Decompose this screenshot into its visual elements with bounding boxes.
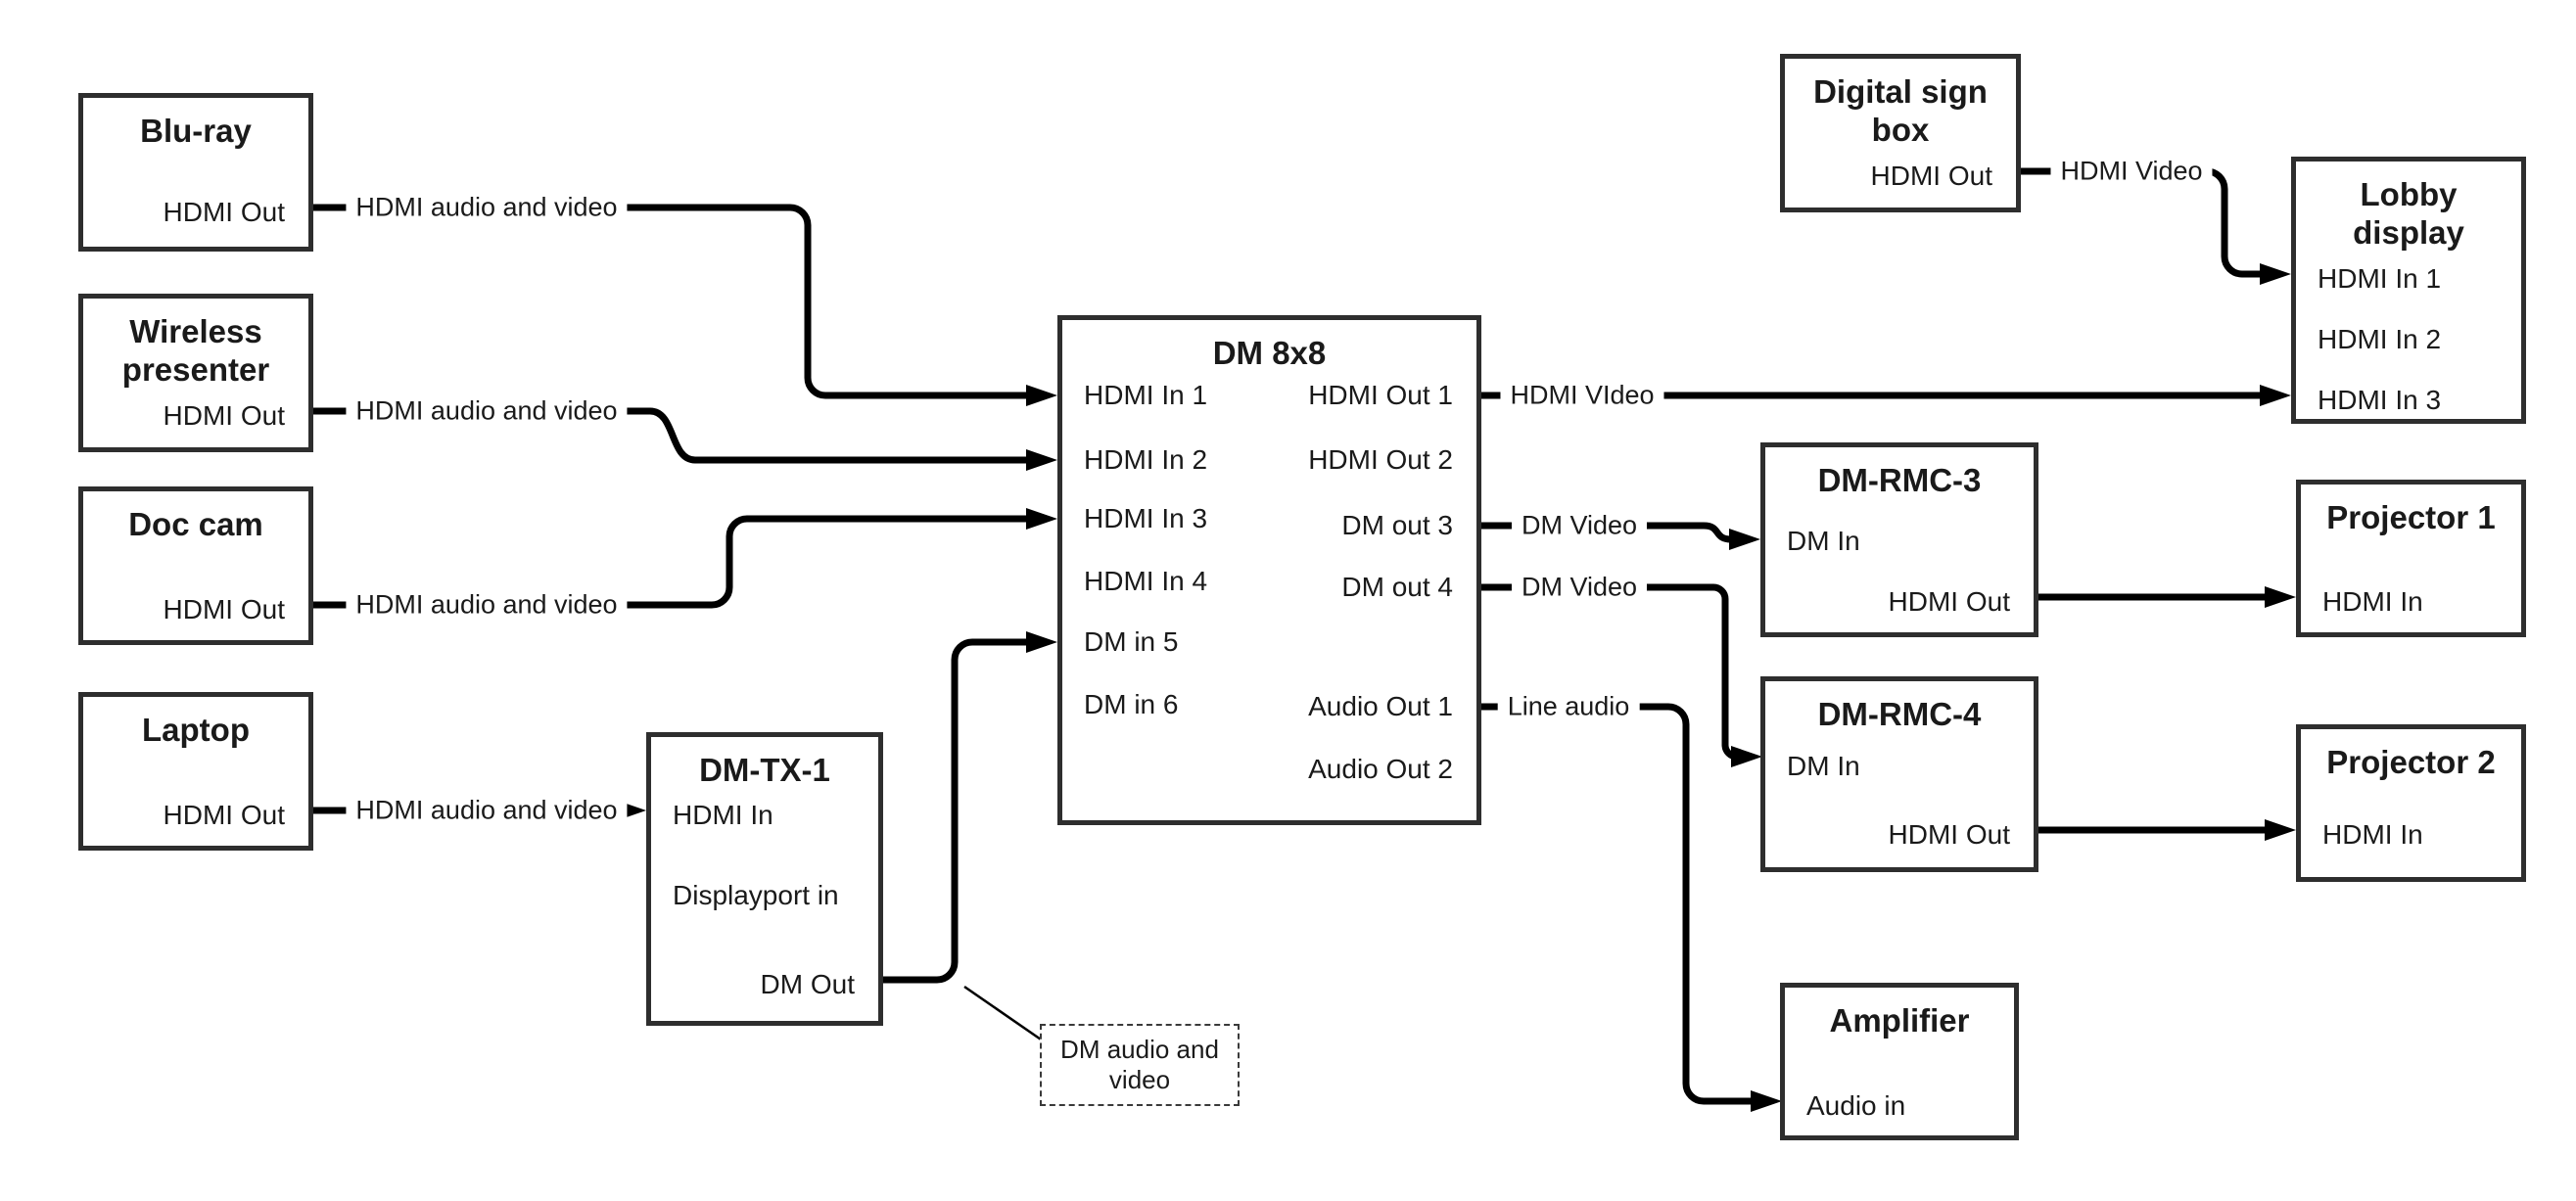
arrowhead-proj1-hdmi-in xyxy=(2265,586,2296,608)
port-dm8x8-hdmi-in-4: HDMI In 4 xyxy=(1084,566,1208,596)
port-dmtx1-displayport-in: Displayport in xyxy=(673,880,839,910)
port-doccam-hdmi-out: HDMI Out xyxy=(163,594,285,624)
node-amplifier: Amplifier Audio in xyxy=(1780,983,2019,1140)
note-line-2: video xyxy=(1108,1065,1171,1094)
port-laptop-hdmi-out: HDMI Out xyxy=(163,800,285,830)
node-laptop: Laptop HDMI Out xyxy=(78,692,313,851)
wire-dmout4-to-rmc4 xyxy=(1480,583,1739,761)
port-rmc4-dm-in: DM In xyxy=(1787,751,1860,781)
arrowhead-amplifier-audio-in xyxy=(1751,1090,1782,1112)
node-dm-rmc-3: DM-RMC-3 DM In HDMI Out xyxy=(1760,442,2038,637)
port-rmc3-hdmi-out: HDMI Out xyxy=(1888,586,2010,617)
arrowhead-lobby-in3 xyxy=(2260,385,2291,406)
node-lobby-display: Lobby display HDMI In 1 HDMI In 2 HDMI I… xyxy=(2291,157,2526,424)
arrowhead-proj2-hdmi-in xyxy=(2265,819,2296,841)
port-digitalsign-hdmi-out: HDMI Out xyxy=(1870,161,1992,191)
node-doc-cam-title: Doc cam xyxy=(128,506,263,542)
node-dm-rmc-4-title: DM-RMC-4 xyxy=(1817,696,1982,732)
port-dm8x8-hdmi-in-3: HDMI In 3 xyxy=(1084,503,1208,533)
node-bluray-title: Blu-ray xyxy=(140,113,252,149)
node-digital-sign-box-title: Digital sign box xyxy=(1813,73,1988,148)
node-dm-tx-1: DM-TX-1 HDMI In Displayport in DM Out xyxy=(646,732,883,1026)
wire-label-wireless-hdmi-av: HDMI audio and video xyxy=(346,393,628,429)
wire-doccam-to-dm8x8 xyxy=(313,515,1034,609)
port-amplifier-audio-in: Audio in xyxy=(1806,1090,1906,1121)
port-lobby-hdmi-in-3: HDMI In 3 xyxy=(2318,385,2442,415)
wire-digitalsign-to-lobby xyxy=(2017,167,2268,278)
port-dmtx1-hdmi-in: HDMI In xyxy=(673,800,773,830)
port-rmc3-dm-in: DM In xyxy=(1787,526,1860,556)
node-doc-cam: Doc cam HDMI Out xyxy=(78,486,313,645)
wire-label-dm-video-out3: DM Video xyxy=(1511,508,1648,543)
port-lobby-hdmi-in-2: HDMI In 2 xyxy=(2318,324,2442,354)
port-dm8x8-dm-out-4: DM out 4 xyxy=(1341,572,1453,602)
node-projector-2-title: Projector 2 xyxy=(2326,744,2496,780)
node-lobby-display-title: Lobby display xyxy=(2353,176,2464,251)
note-leader-line xyxy=(963,985,1045,1043)
node-projector-1: Projector 1 HDMI In xyxy=(2296,480,2526,637)
arrowhead-rmc4-dm-in xyxy=(1731,746,1762,767)
wire-label-laptop-hdmi-av: HDMI audio and video xyxy=(346,793,628,828)
port-dm8x8-hdmi-out-1: HDMI Out 1 xyxy=(1308,380,1453,410)
wire-label-hdmi-video-out1: HDMI VIdeo xyxy=(1500,378,1664,413)
port-dm8x8-hdmi-out-2: HDMI Out 2 xyxy=(1308,444,1453,475)
node-bluray: Blu-ray HDMI Out xyxy=(78,93,313,252)
arrowhead-dm8x8-in5 xyxy=(1026,631,1057,653)
arrowhead-lobby-in1 xyxy=(2260,263,2291,285)
wire-audioout1-to-amplifier xyxy=(1480,703,1758,1105)
wire-label-doccam-hdmi-av: HDMI audio and video xyxy=(346,587,628,623)
port-dm8x8-audio-out-1: Audio Out 1 xyxy=(1308,691,1453,721)
port-dmtx1-dm-out: DM Out xyxy=(760,969,855,999)
port-wireless-hdmi-out: HDMI Out xyxy=(163,400,285,431)
wire-label-bluray-hdmi-av: HDMI audio and video xyxy=(346,190,628,225)
port-proj1-hdmi-in: HDMI In xyxy=(2322,586,2423,617)
port-dm8x8-audio-out-2: Audio Out 2 xyxy=(1308,754,1453,784)
node-laptop-title: Laptop xyxy=(142,712,250,748)
note-line-1: DM audio and xyxy=(1060,1035,1219,1064)
node-dm-8x8-title: DM 8x8 xyxy=(1212,335,1327,371)
node-dm-rmc-3-title: DM-RMC-3 xyxy=(1817,462,1982,498)
port-dm8x8-dm-out-3: DM out 3 xyxy=(1341,510,1453,540)
port-lobby-hdmi-in-1: HDMI In 1 xyxy=(2318,263,2442,294)
port-dm8x8-hdmi-in-1: HDMI In 1 xyxy=(1084,380,1208,410)
port-dm8x8-dm-in-5: DM in 5 xyxy=(1084,626,1179,657)
node-amplifier-title: Amplifier xyxy=(1829,1002,1970,1039)
wire-wireless-to-dm8x8 xyxy=(313,407,1034,464)
port-rmc4-hdmi-out: HDMI Out xyxy=(1888,819,2010,850)
wire-label-digitalsign-hdmi-video: HDMI Video xyxy=(2050,154,2213,189)
node-projector-2: Projector 2 HDMI In xyxy=(2296,724,2526,882)
node-wireless-presenter: Wireless presenter HDMI Out xyxy=(78,294,313,452)
arrowhead-dm8x8-in2 xyxy=(1026,449,1057,471)
node-dm-8x8: DM 8x8 HDMI In 1 HDMI In 2 HDMI In 3 HDM… xyxy=(1057,315,1481,825)
node-digital-sign-box: Digital sign box HDMI Out xyxy=(1780,54,2021,212)
port-dm8x8-dm-in-6: DM in 6 xyxy=(1084,689,1179,719)
port-proj2-hdmi-in: HDMI In xyxy=(2322,819,2423,850)
node-projector-1-title: Projector 1 xyxy=(2326,499,2496,535)
node-dm-tx-1-title: DM-TX-1 xyxy=(699,752,830,788)
node-wireless-presenter-title: Wireless presenter xyxy=(121,313,270,388)
wire-dmtx1-to-dm8x8 xyxy=(883,638,1034,984)
port-bluray-hdmi-out: HDMI Out xyxy=(163,197,285,227)
wire-bluray-to-dm8x8 xyxy=(313,204,1034,399)
node-dm-rmc-4: DM-RMC-4 DM In HDMI Out xyxy=(1760,676,2038,872)
arrowhead-dm8x8-in1 xyxy=(1026,385,1057,406)
wire-label-line-audio: Line audio xyxy=(1497,689,1640,724)
arrowhead-dm8x8-in3 xyxy=(1026,508,1057,530)
wire-label-dm-video-out4: DM Video xyxy=(1511,570,1648,605)
note-dm-audio-and-video: DM audio and video xyxy=(1040,1024,1240,1106)
arrowhead-rmc3-dm-in xyxy=(1729,529,1760,550)
port-dm8x8-hdmi-in-2: HDMI In 2 xyxy=(1084,444,1208,475)
